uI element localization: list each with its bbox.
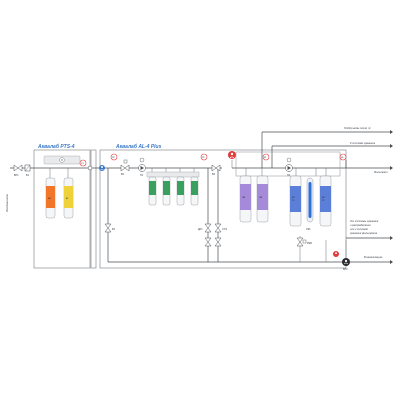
bp1-label: ВР1 bbox=[14, 174, 19, 177]
pts-cartridge-2-label: АС bbox=[66, 197, 69, 200]
svg-text:или к системе: или к системе bbox=[350, 228, 368, 231]
al4-title: Аквалаб AL-4 Plus bbox=[115, 143, 162, 150]
ro-cartridge-1: МН bbox=[239, 175, 252, 223]
bypass-valve-b4[interactable]: В4 bbox=[104, 223, 116, 233]
ro-drain-valve[interactable]: РЕВ bbox=[296, 237, 312, 247]
ro-cartridge-3-label: МО bbox=[292, 197, 295, 199]
pump-h2-label: Н2 bbox=[287, 174, 291, 177]
pump-h1-label: Н1 bbox=[140, 174, 144, 177]
svg-text:и распределения: и распределения bbox=[350, 223, 371, 227]
ro-cartridge-1-label: МН bbox=[243, 197, 246, 199]
al4-p1-label: P2 bbox=[112, 157, 114, 159]
kl1-label: ДР1 bbox=[198, 228, 203, 231]
output-from-storage-label: От системы хранения и распределения или … bbox=[349, 219, 379, 235]
svg-text:хранения фильтрата: хранения фильтрата bbox=[349, 231, 378, 235]
pump-h1: Н1 bbox=[138, 164, 146, 177]
svg-text:От системы хранения: От системы хранения bbox=[350, 219, 379, 223]
inlet-valve-bp1[interactable]: ВР1 bbox=[13, 164, 23, 177]
uv-lamp: УФ1 bbox=[306, 177, 314, 231]
bypass-valve-kl2[interactable]: СТЭ bbox=[214, 223, 227, 233]
ro-pressure-p-right: К2 bbox=[339, 153, 347, 161]
output-sample-label: Отбор воды после ⑴ bbox=[344, 126, 371, 130]
output-drain-label: В канализацию bbox=[364, 255, 382, 259]
pts-cartridge-2: АС bbox=[63, 177, 74, 219]
svg-text:ТО: ТО bbox=[322, 200, 325, 202]
pump-h1-gauge bbox=[139, 157, 145, 163]
b3-label: В3 bbox=[212, 173, 216, 176]
bypass-valve-kl1[interactable]: ДР1 bbox=[198, 223, 212, 233]
pts4-frame bbox=[33, 149, 91, 269]
ro-right-p-label: К2 bbox=[341, 157, 343, 159]
output-filtrate-label: Фильтрат bbox=[374, 170, 388, 174]
al4-inlet-valve[interactable]: В2 bbox=[120, 164, 130, 176]
arrow-to-storage bbox=[390, 144, 393, 148]
al4-frame bbox=[99, 149, 347, 269]
ro-inner-frame bbox=[235, 151, 341, 177]
al4-prefilter-2 bbox=[162, 176, 171, 206]
ro-cartridges: МН МН МО ТО МО ТО bbox=[239, 175, 332, 227]
kl2-label: СТЭ bbox=[222, 228, 227, 231]
al4-p2-label: P3 bbox=[202, 157, 204, 159]
al4-prefilter-4 bbox=[190, 176, 199, 206]
pts4-gauge-label: P1 bbox=[82, 163, 84, 165]
bypass-valve-lower[interactable] bbox=[204, 237, 222, 247]
svg-text:ТО: ТО bbox=[292, 200, 295, 202]
al4-prefilter-1 bbox=[148, 176, 157, 206]
arrow-filtrate bbox=[390, 166, 393, 170]
output-to-storage-label: К системе хранения bbox=[350, 141, 376, 145]
ro-left-p-label: К1 bbox=[264, 157, 266, 159]
b4-label: В4 bbox=[112, 228, 116, 231]
ro-cartridge-2-label: МН bbox=[260, 197, 263, 199]
b1-label: В1 bbox=[26, 174, 30, 177]
ro-inlet-alarm bbox=[228, 151, 236, 159]
al4-prefilter-rack bbox=[146, 171, 200, 206]
arrow-sample bbox=[390, 130, 393, 134]
pts-cartridge-1-label: МН bbox=[48, 198, 51, 200]
ro-cartridge-4-label: МО bbox=[322, 197, 325, 199]
drain-alarm-badge bbox=[333, 251, 339, 257]
pts4-frame-side bbox=[90, 149, 97, 269]
pts4-header-block bbox=[43, 155, 81, 165]
al4-pressure-p1: P2 bbox=[110, 153, 118, 161]
pts-cartridge-1: МН bbox=[45, 177, 56, 219]
al4-solenoid-valve bbox=[123, 159, 128, 164]
pump-h2-gauge bbox=[286, 157, 292, 163]
ro-cartridge-4: МО ТО bbox=[319, 175, 332, 227]
ro-cartridge-2: МН bbox=[256, 175, 269, 223]
pts4-pressure-gauge: P1 bbox=[79, 159, 87, 167]
bp2-label: ВР2 bbox=[343, 268, 348, 271]
pts4-outlet-gauge bbox=[87, 165, 93, 171]
ro-cartridge-3: МО ТО bbox=[289, 175, 302, 227]
pts4-cartridges: МН АС bbox=[45, 177, 74, 219]
rev-label: РЕВ bbox=[307, 242, 312, 245]
al4-pressure-p2: P3 bbox=[200, 153, 208, 161]
b2-label: В2 bbox=[121, 173, 125, 176]
ro-pressure-p-left: К1 bbox=[262, 153, 270, 161]
al4-inlet-pump-badge bbox=[99, 165, 105, 171]
arrow-drain bbox=[390, 260, 393, 264]
inlet-label: Исходная вода bbox=[5, 194, 9, 212]
pts4-title: Аквалаб PTS-4 bbox=[37, 143, 75, 150]
al4-valve-b3[interactable]: В3 bbox=[211, 164, 221, 176]
drain-pump-bp2: ВР2 bbox=[342, 258, 350, 271]
al4-prefilter-3 bbox=[176, 176, 185, 206]
uv-lamp-label: УФ1 bbox=[306, 228, 311, 231]
inlet-check-valve: В1 bbox=[24, 164, 31, 177]
pump-h2: Н2 bbox=[285, 164, 293, 177]
